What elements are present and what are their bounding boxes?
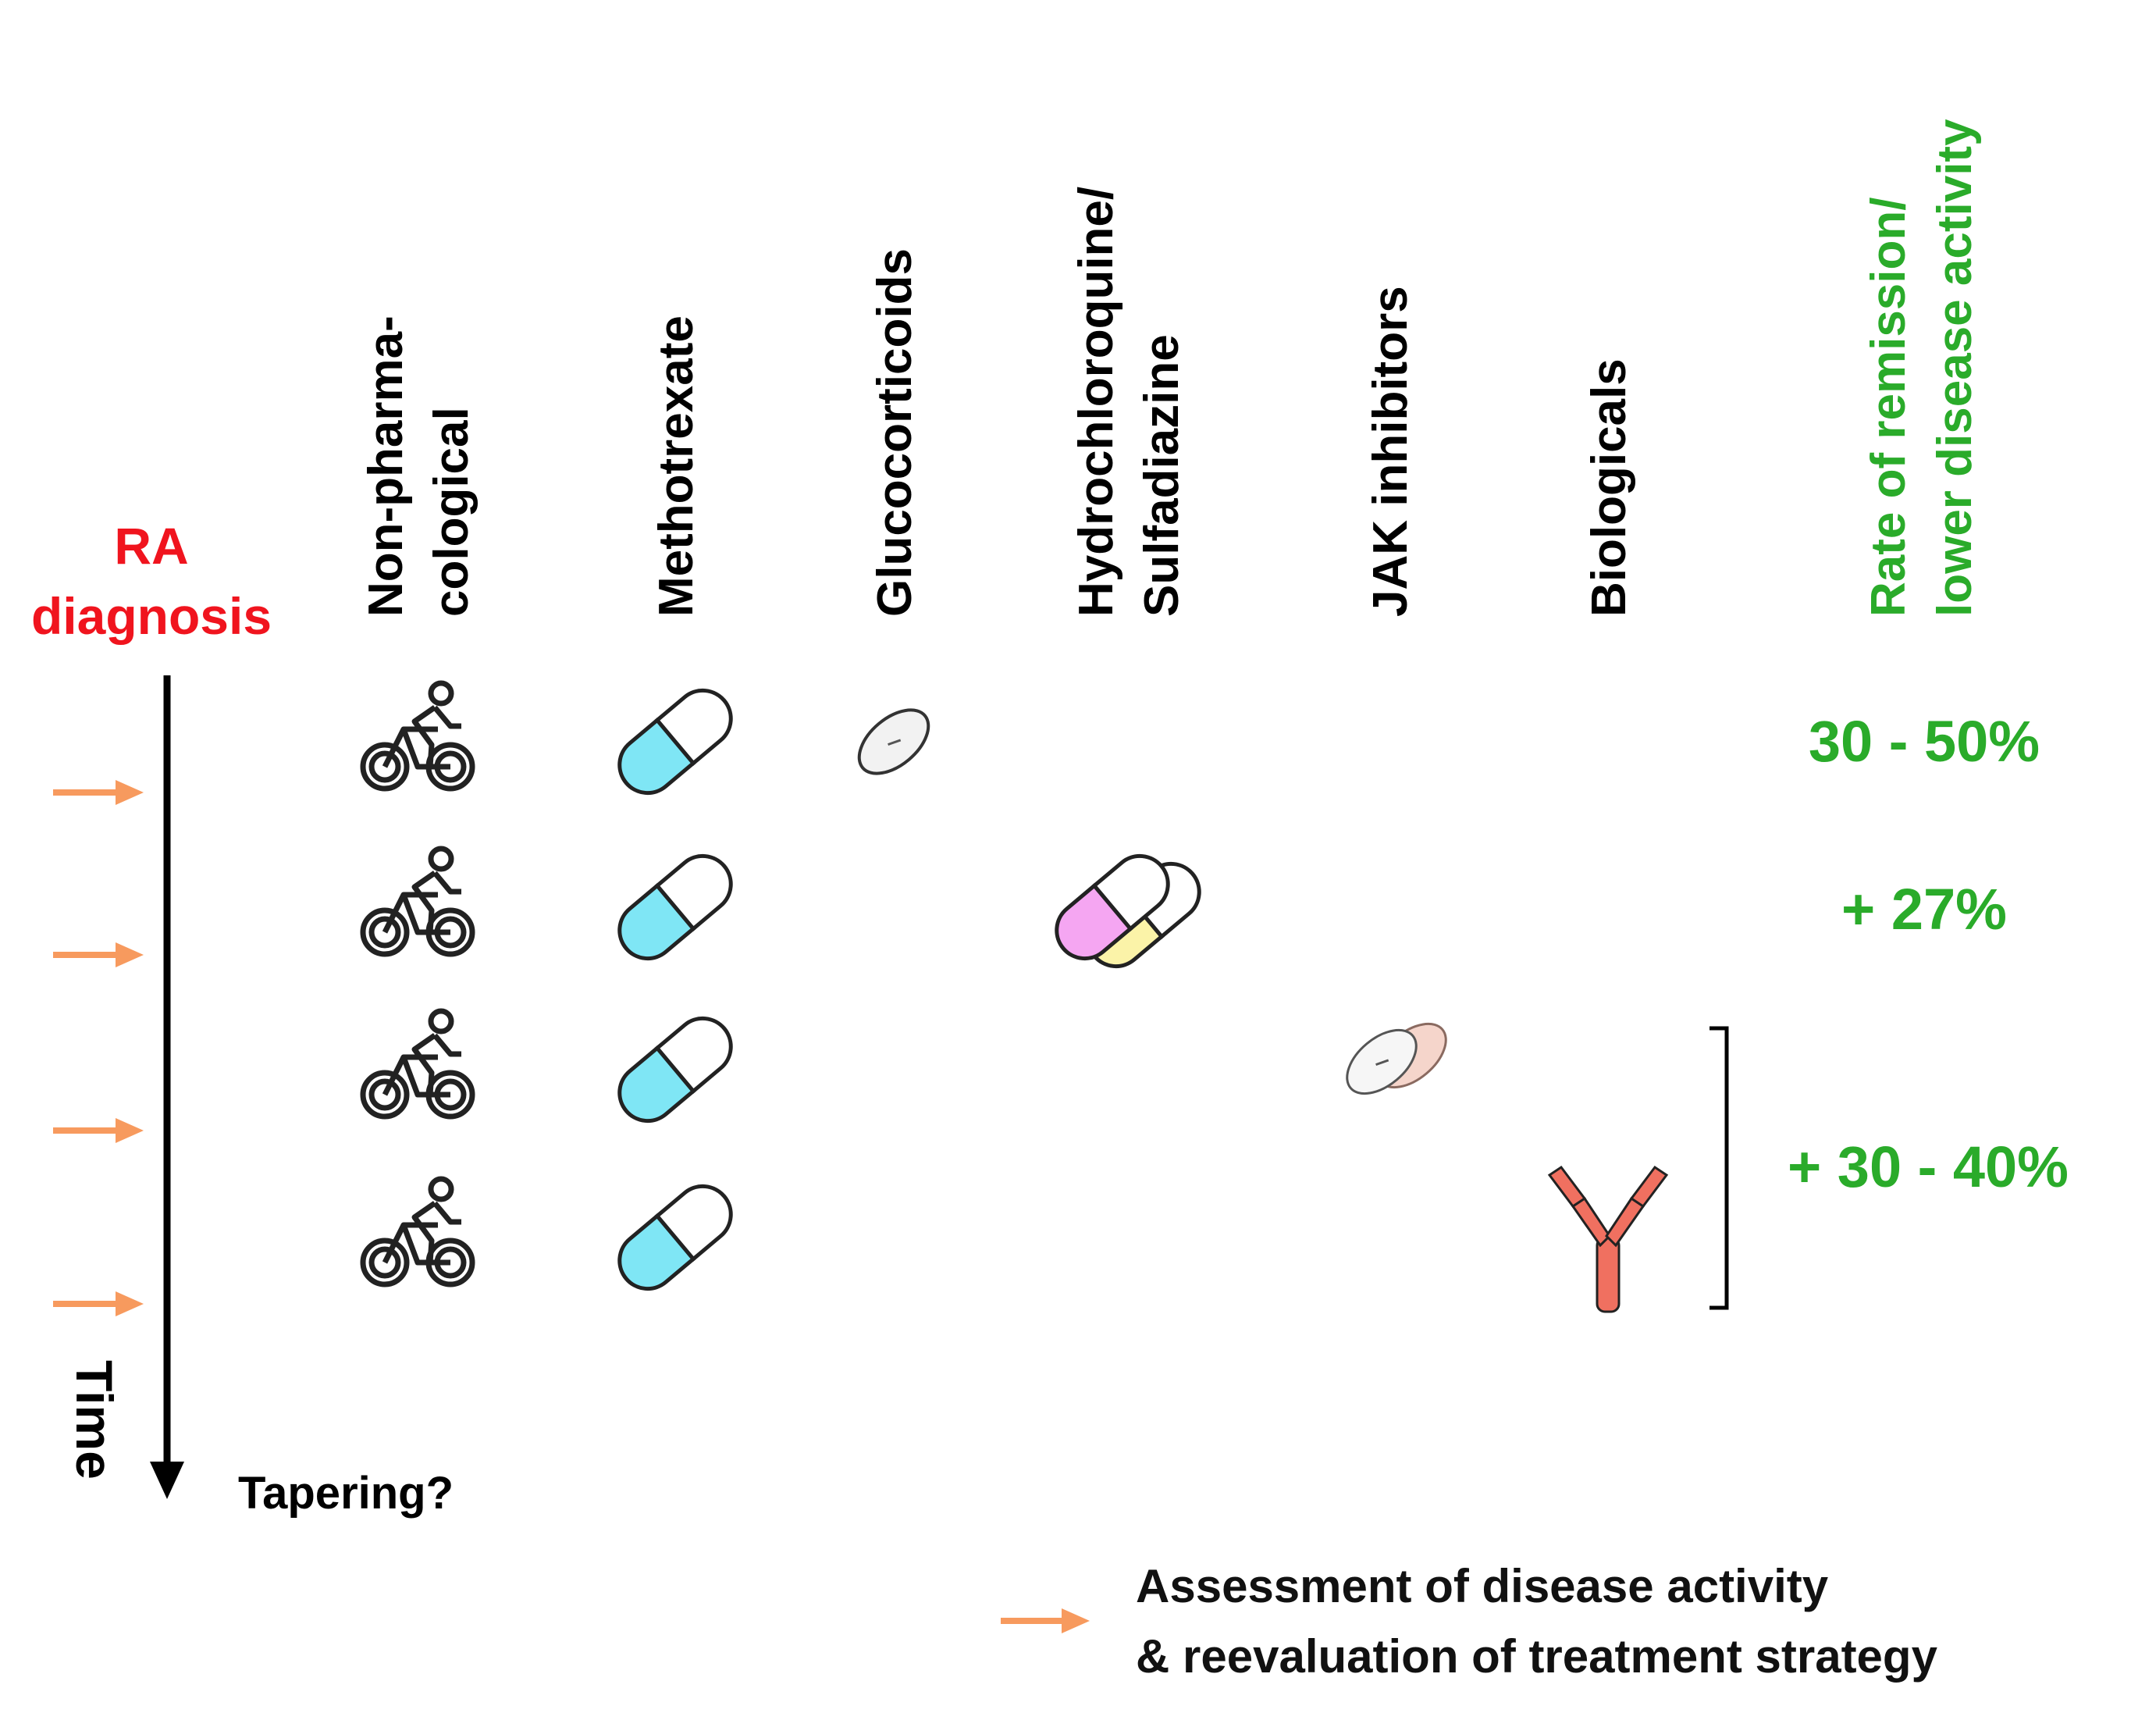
capsule-icon <box>608 1175 742 1301</box>
cyclist-icon <box>363 1179 472 1284</box>
orange-arrow-icon <box>53 942 144 967</box>
orange-arrow-icon <box>1001 1608 1090 1633</box>
rate-label: + 27% <box>1841 877 2007 942</box>
column-header-nonpharm-line2: cological <box>425 407 479 617</box>
treatment-rows <box>363 679 1668 1313</box>
column-header-glucocorticoids: Glucocorticoids <box>868 248 922 617</box>
bracket: + 30 - 40% <box>1710 1026 2069 1310</box>
timeline-arrowhead <box>150 1462 184 1499</box>
capsule-icon <box>608 845 742 970</box>
orange-arrow-icon <box>53 1118 144 1143</box>
orange-arrow-icon <box>53 780 144 805</box>
column-header-methotrexate: Methotrexate <box>649 315 703 617</box>
diagnosis-label-line1: RA <box>114 517 188 575</box>
legend-line1: Assessment of disease activity <box>1136 1560 1829 1612</box>
legend: Assessment of disease activity & reevalu… <box>1001 1560 1938 1683</box>
column-headers: Non-pharma-cological Methotrexate Glucocor… <box>359 187 1636 617</box>
rate-header: Rate of remission/ lower disease activit… <box>1862 119 1982 617</box>
double-tablet-icon <box>1346 1022 1447 1095</box>
capsule-icon <box>608 1007 742 1133</box>
treatment-row <box>363 845 1201 978</box>
column-header-hcq-ssz-line1: Hydrochloroquine/ <box>1069 187 1123 617</box>
tablet-icon <box>845 696 942 788</box>
assessment-arrows <box>53 780 144 1316</box>
column-header-biologicals: Biologicals <box>1582 358 1636 617</box>
timeline: Time Tapering? <box>66 675 454 1519</box>
treatment-row <box>363 1166 1668 1313</box>
antibody-icon <box>1548 1166 1668 1313</box>
treatment-row <box>363 1007 1447 1133</box>
column-header-nonpharm-line1: Non-pharma- <box>359 315 413 617</box>
rate-header-line1: Rate of remission/ <box>1862 198 1916 617</box>
rate-header-line2: lower disease activity <box>1928 119 1982 617</box>
orange-arrow-icon <box>53 1291 144 1316</box>
rate-label: 30 - 50% <box>1809 709 2040 774</box>
tapering-label: Tapering? <box>238 1468 454 1519</box>
bracket-rate: + 30 - 40% <box>1788 1134 2069 1199</box>
double-capsule-icon <box>1055 853 1201 969</box>
treatment-row <box>363 679 942 805</box>
legend-line2: & reevaluation of treatment strategy <box>1136 1630 1938 1683</box>
column-header-jak: JAK inhibitors <box>1364 286 1418 617</box>
diagnosis-label-line2: diagnosis <box>31 587 272 645</box>
cyclist-icon <box>363 683 472 789</box>
time-label: Time <box>66 1360 123 1480</box>
cyclist-icon <box>363 1011 472 1116</box>
rates: 30 - 50% + 27% <box>1809 709 2040 942</box>
cyclist-icon <box>363 849 472 954</box>
capsule-icon <box>608 679 742 805</box>
column-header-hcq-ssz-line2: Sulfadiazine <box>1135 334 1189 617</box>
